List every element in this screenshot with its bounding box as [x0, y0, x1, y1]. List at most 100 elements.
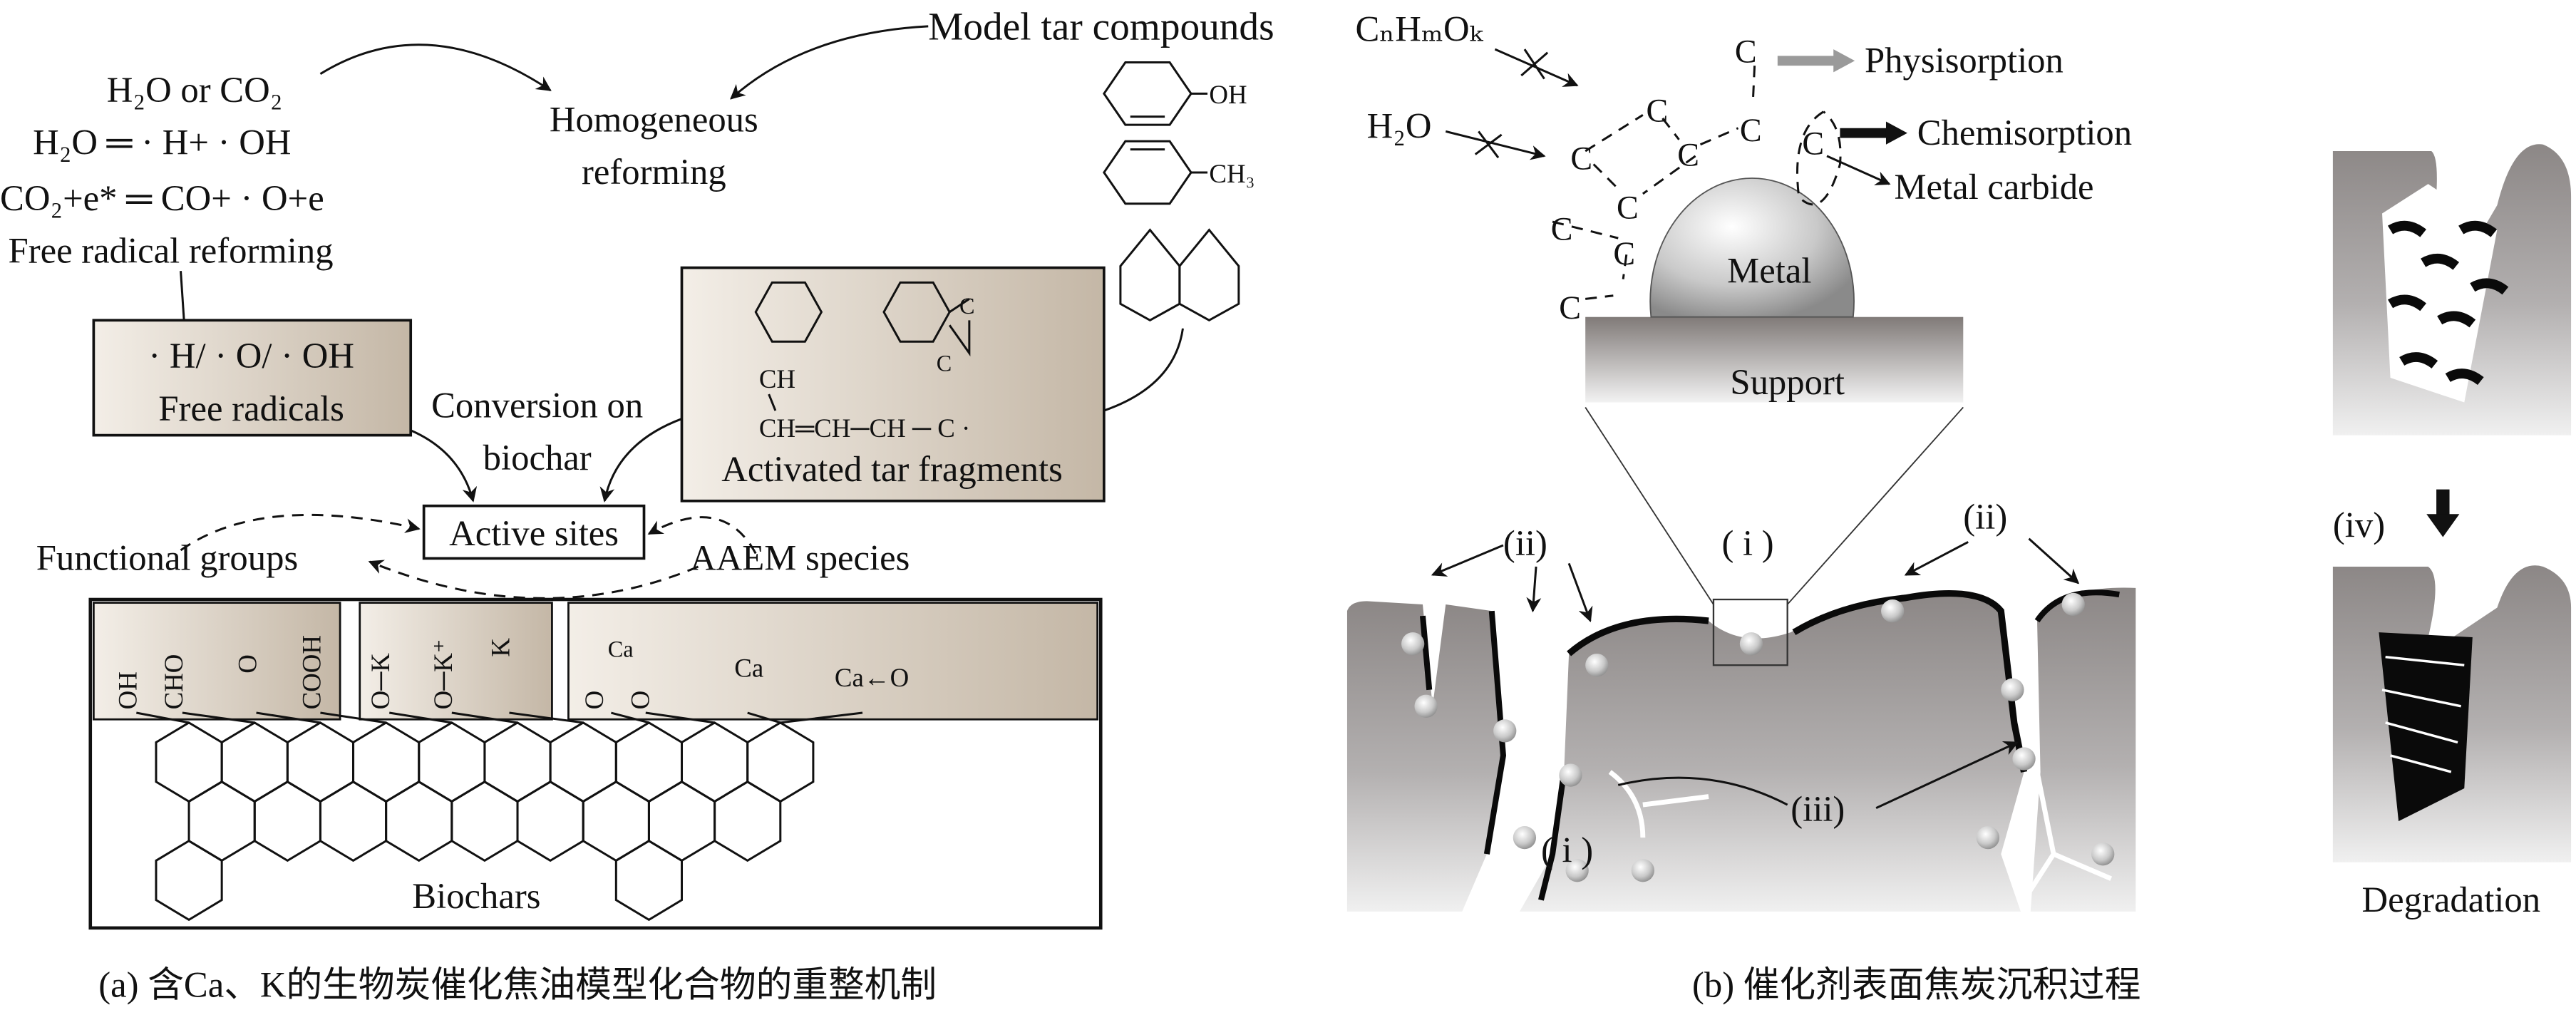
- group-o-left: O: [579, 691, 609, 710]
- fragment-carbon-1: C: [959, 293, 975, 319]
- arrow-radicals-to-sites: [410, 429, 478, 503]
- group-cooh: COOH: [297, 635, 326, 709]
- homogeneous-reforming-line1: Homogeneous: [550, 99, 758, 139]
- conversion-on-biochar-line2: biochar: [483, 438, 592, 478]
- group-cho: CHO: [159, 654, 188, 710]
- metal-particle: [2061, 592, 2085, 617]
- coke-fragment: [2421, 253, 2460, 270]
- pore-after-degradation: [2332, 565, 2572, 862]
- surface-group-labels: OH CHO O COOH O─K O─K⁺ K Ca O O Ca Ca←O: [113, 635, 909, 709]
- zoom-line-left: [1585, 406, 1714, 605]
- metal-particle: [1513, 826, 1537, 850]
- fragment-ch-label: CH: [759, 364, 795, 393]
- active-sites-label: Active sites: [449, 513, 619, 553]
- toluene-ch3-label: CH₃: [1209, 159, 1254, 188]
- panel-a-reforming-mechanism: Model tar compounds H₂O or CO₂ H₂O ═ · H…: [0, 4, 1274, 1004]
- group-o-right: O: [625, 691, 654, 710]
- carbon-atom: C: [1735, 34, 1757, 70]
- metal-label: Metal: [1727, 250, 1811, 290]
- phenol-oh-label: OH: [1209, 80, 1247, 109]
- arrow-fragments-to-sites: [599, 418, 683, 503]
- metal-particle: [1881, 599, 1905, 623]
- label-ii-right: (ii): [1963, 497, 2007, 537]
- metal-particles: [1401, 592, 2115, 882]
- coke-fragment: [2387, 220, 2426, 237]
- metal-particle: [1493, 719, 1517, 743]
- biochar-aromatic-lattice: [136, 711, 863, 922]
- group-ca-o: Ca←O: [835, 663, 909, 692]
- metal-particle: [2001, 678, 2024, 701]
- chemisorption-label: Chemisorption: [1917, 113, 2132, 153]
- fragment-chain-label: CH═CH─CH ─ C ·: [759, 413, 971, 443]
- water-dissociation-equation: H₂O ═ · H+ · OH: [33, 123, 291, 163]
- pore-before-degradation: [2332, 144, 2572, 436]
- metal-particle: [1585, 654, 1609, 677]
- activated-tar-fragments-label: Activated tar fragments: [721, 449, 1063, 489]
- hydrocarbon-formula: CₙHₘOₖ: [1355, 9, 1483, 49]
- carbon-atom: C: [1613, 235, 1635, 272]
- dashed-arrow-aaem-to-sites: [647, 516, 757, 555]
- caption-b: (b) 催化剂表面焦炭沉积过程: [1692, 965, 2140, 1005]
- fragment-carbon-2: C: [937, 351, 952, 376]
- label-ii-left: (ii): [1503, 523, 1547, 563]
- carbon-atom: C: [1740, 112, 1762, 148]
- arrow-water: [1445, 130, 1546, 160]
- dashed-arrow-groups-to-sites: [180, 513, 421, 552]
- metal-particle: [1739, 632, 1763, 656]
- coke-fragment: [2458, 220, 2498, 237]
- metal-carbide-label: Metal carbide: [1894, 167, 2093, 207]
- water-formula: H₂O: [1367, 106, 1432, 146]
- carbon-atom: C: [1570, 140, 1592, 176]
- free-radical-reforming-label: Free radical reforming: [9, 231, 334, 271]
- support-block: [1585, 316, 1964, 403]
- biochars-label: Biochars: [412, 876, 540, 916]
- metal-particle: [1565, 859, 1589, 882]
- label-iv: (iv): [2333, 505, 2385, 545]
- connector-tar-to-fragments: [1103, 328, 1184, 412]
- physisorption-label: Physisorption: [1865, 40, 2064, 80]
- group-ok-plus: O─K⁺: [428, 639, 458, 710]
- coke-fragments: [2387, 220, 2509, 386]
- aromatic-ring: [713, 780, 782, 862]
- h2o-or-co2-label: H₂O or CO₂: [107, 70, 283, 110]
- catalyst-substrate: [1346, 587, 2136, 912]
- naphthalene-molecule: [1119, 228, 1240, 322]
- homogeneous-reforming-line2: reforming: [582, 152, 726, 192]
- zoom-line-right: [1786, 406, 1964, 605]
- metal-particle: [2091, 843, 2115, 866]
- caption-a: (a) 含Ca、K的生物炭催化焦油模型化合物的重整机制: [98, 965, 937, 1005]
- group-ca-bridge: Ca: [608, 637, 634, 662]
- metal-particle: [1649, 177, 1855, 318]
- arrow-reagent-to-homogeneous: [319, 43, 552, 91]
- label-i-top: ( i ): [1721, 523, 1773, 563]
- aromatic-ring: [614, 840, 684, 922]
- potassium-groups-panel: [359, 602, 553, 721]
- metal-particle: [1401, 632, 1425, 656]
- active-sites-box: [422, 504, 646, 560]
- carbon-atom: C: [1551, 210, 1573, 247]
- aromatic-ring: [155, 840, 223, 922]
- cross-mark-icon: [1474, 130, 1503, 159]
- coke-fragment: [2437, 311, 2476, 328]
- group-oh: OH: [113, 671, 142, 709]
- coke-fragment: [2399, 352, 2438, 369]
- cross-mark-icon: [1520, 48, 1549, 80]
- label-iii: (iii): [1791, 789, 1845, 829]
- group-ca: Ca: [734, 653, 763, 682]
- connector-reforming-to-radicals: [180, 271, 185, 321]
- metal-particle: [2012, 747, 2036, 771]
- carbon-atom: C: [1617, 189, 1639, 225]
- metal-particle: [1631, 859, 1654, 882]
- connector-iii-left: [1617, 776, 1788, 806]
- benzene-fragment: [754, 281, 823, 343]
- phenol-molecule: OH: [1103, 61, 1247, 126]
- arrow-tar-to-homogeneous: [730, 25, 929, 100]
- metal-particle: [1976, 826, 1999, 850]
- degradation-label: Degradation: [2362, 880, 2541, 919]
- coke-fragment: [2470, 278, 2509, 295]
- carbon-atom: C: [1559, 289, 1581, 326]
- indane-fragment: [882, 281, 951, 343]
- coke-fragment: [2387, 294, 2426, 311]
